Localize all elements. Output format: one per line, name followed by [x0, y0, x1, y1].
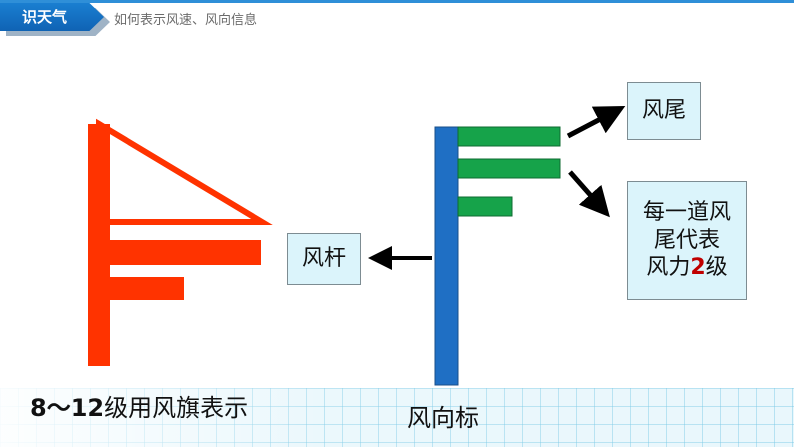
- tail-label: 风尾: [641, 98, 686, 124]
- arrow-to-note: [568, 170, 610, 218]
- wind-flag-symbol: [88, 118, 273, 366]
- vane-tail-3: [457, 196, 513, 217]
- header-top-line: [0, 0, 794, 3]
- vane-staff: [434, 126, 459, 386]
- header-tab-title: 识天气: [22, 8, 68, 26]
- tail-label-box: 风尾: [627, 82, 701, 140]
- note-line-3-number: 2: [690, 255, 706, 281]
- flag-pennant-outline: [96, 118, 273, 225]
- flag-bar-short: [88, 277, 184, 300]
- flag-caption: 8～12级用风旗表示: [30, 388, 248, 423]
- vane-tail-2: [457, 158, 561, 179]
- note-box: 每一道风 尾代表 风力2级: [627, 181, 747, 300]
- vane-caption: 风向标: [407, 404, 479, 432]
- vane-tail-1: [457, 126, 561, 147]
- header-subtitle: 如何表示风速、风向信息: [114, 13, 258, 28]
- wind-vane-symbol: [434, 126, 561, 386]
- flag-bar-long: [88, 240, 261, 265]
- flag-caption-text: 级用风旗表示: [104, 394, 249, 422]
- note-line-2: 尾代表: [653, 227, 720, 253]
- note-line-3-suffix: 级: [705, 255, 728, 281]
- staff-label-box: 风杆: [287, 233, 361, 285]
- note-line-1: 每一道风: [642, 200, 731, 226]
- bottom-grid-fade: [0, 388, 794, 447]
- note-line-3-prefix: 风力: [646, 255, 691, 281]
- staff-label: 风杆: [301, 246, 346, 272]
- flag-caption-range: 8～12: [30, 394, 105, 422]
- note-line-3: 风力2级: [646, 254, 727, 282]
- header-tab: [0, 3, 104, 31]
- arrow-to-tail-label: [566, 106, 626, 139]
